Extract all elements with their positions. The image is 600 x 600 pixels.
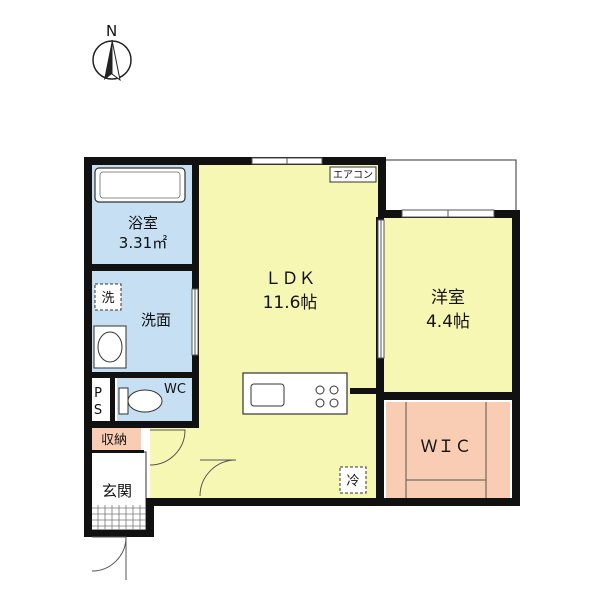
bath-area: 3.31㎡ bbox=[119, 234, 167, 252]
storage-name: 収納 bbox=[101, 433, 127, 448]
bath-name: 浴室 bbox=[128, 214, 158, 232]
washing-machine-spot bbox=[94, 283, 122, 311]
compass-arrow-icon bbox=[104, 40, 112, 80]
aircon-label-box bbox=[329, 166, 377, 183]
kitchen-counter bbox=[242, 372, 348, 415]
bathtub bbox=[94, 167, 186, 203]
aircon-label: エアコン bbox=[333, 170, 373, 181]
western-area: 4.4帖 bbox=[426, 312, 470, 332]
ps-p: P bbox=[94, 386, 102, 401]
windows bbox=[191, 157, 495, 359]
fridge-spot bbox=[339, 466, 367, 494]
room-storage-fill bbox=[91, 428, 141, 450]
door-swings bbox=[91, 429, 237, 580]
western-name: 洋室 bbox=[431, 288, 465, 308]
room-wic-fill bbox=[386, 402, 510, 498]
wc-name: WC bbox=[164, 382, 186, 397]
ldk-name: ＬＤＫ bbox=[265, 269, 316, 289]
room-western-fill bbox=[383, 215, 513, 395]
wic-shelf bbox=[405, 402, 487, 498]
wash-name: 洗面 bbox=[141, 311, 171, 329]
wic-name: ＷＩＣ bbox=[421, 437, 472, 457]
compass-label: N bbox=[106, 22, 117, 40]
fridge-label: 冷 bbox=[346, 474, 359, 489]
toilet-icon bbox=[118, 387, 163, 415]
ps-s: S bbox=[94, 403, 102, 418]
washing-machine-label: 洗 bbox=[101, 291, 114, 306]
entry-name: 玄関 bbox=[102, 482, 132, 500]
wash-sink bbox=[93, 325, 127, 369]
balcony bbox=[383, 159, 517, 213]
room-ldk-fill bbox=[195, 163, 381, 498]
north-compass: N bbox=[92, 22, 132, 82]
ldk-area: 11.6帖 bbox=[263, 293, 318, 313]
